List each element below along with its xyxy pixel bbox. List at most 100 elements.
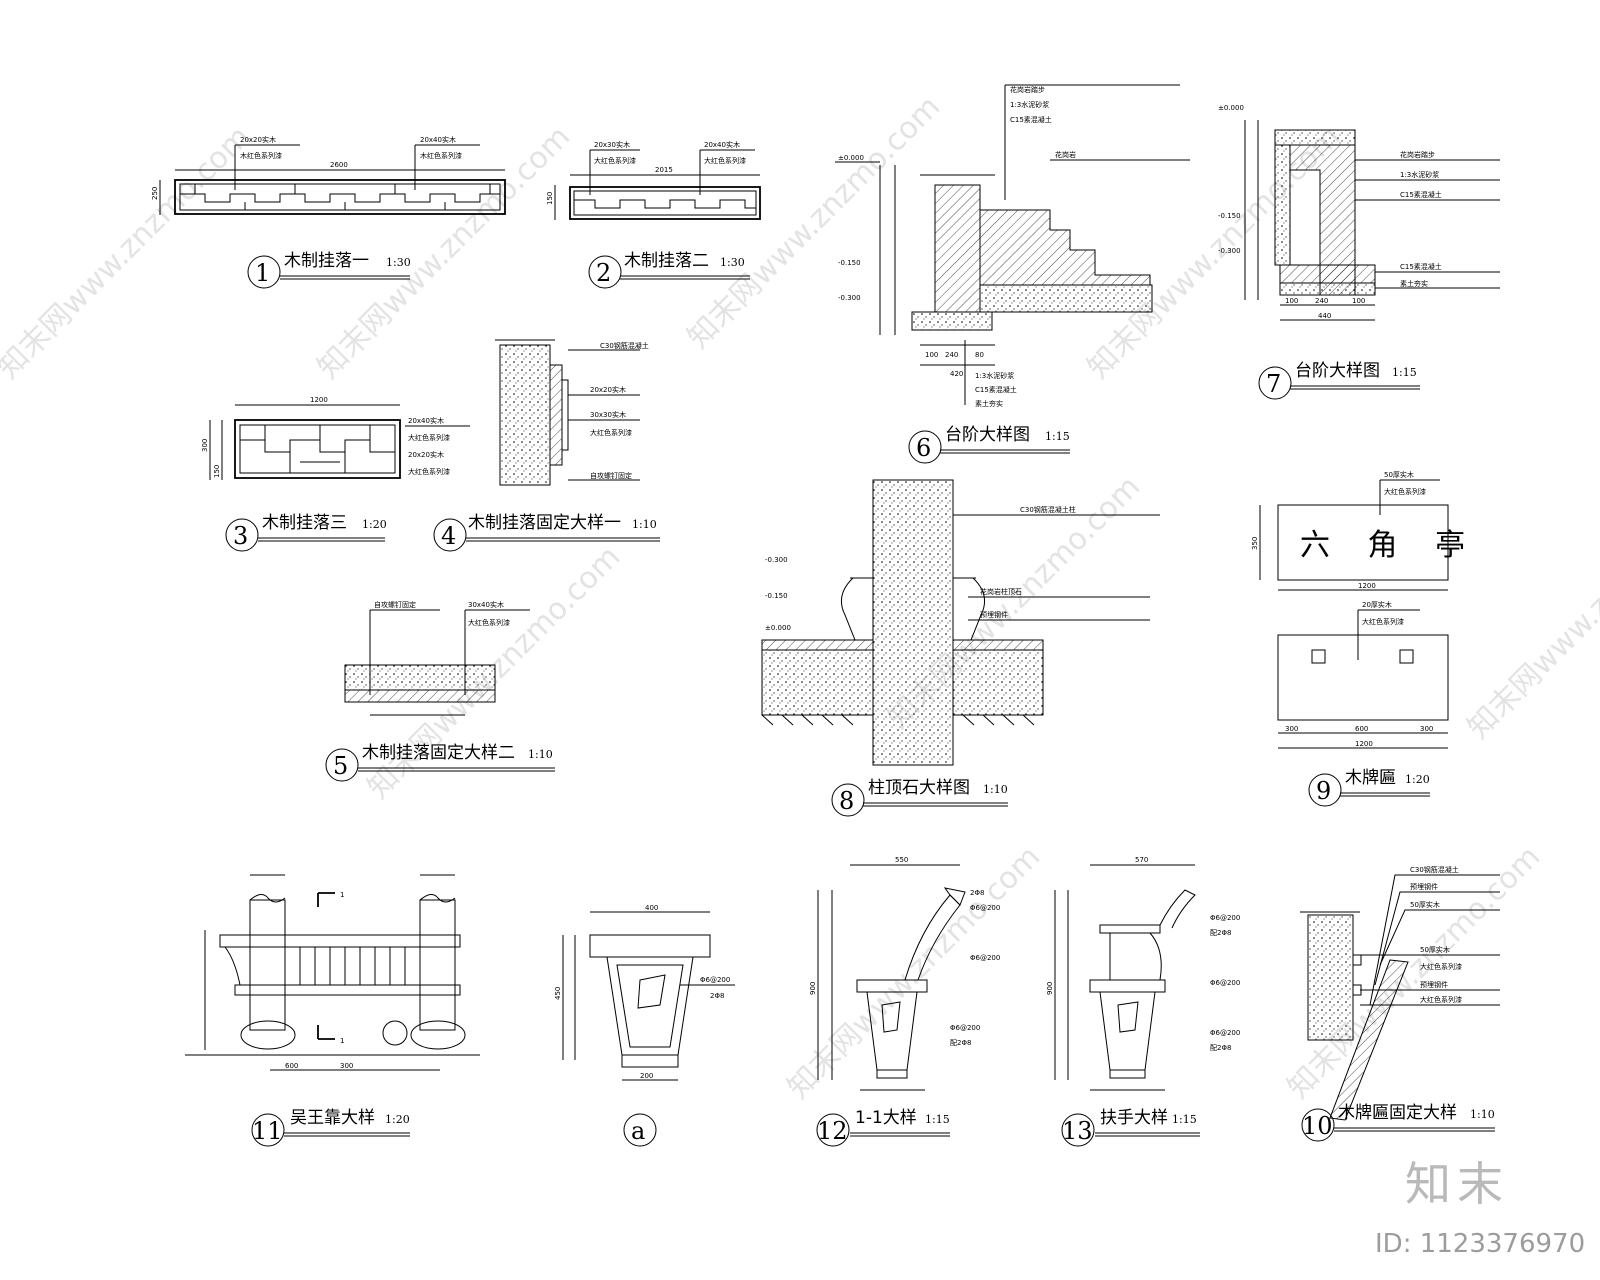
detail-scale: 1:10: [632, 518, 657, 531]
detail-number: 13: [1062, 1117, 1093, 1145]
note: 50厚实木: [1420, 945, 1450, 954]
detail-title: 台阶大样图: [1295, 361, 1380, 381]
detail-scale: 1:10: [983, 783, 1008, 796]
note: Φ6@200: [1210, 1029, 1240, 1037]
detail-scale: 1:20: [385, 1113, 410, 1126]
note: 配2Φ8: [1210, 929, 1231, 937]
dim-text: 150: [213, 465, 221, 478]
note: 花岗岩: [1055, 150, 1076, 159]
note: 20厚实木: [1362, 600, 1392, 609]
detail-number: 9: [1316, 777, 1331, 805]
detail-8-column-base: C30钢筋混凝土柱 花岗岩柱顶石 预埋钢件 -0.300 -0.150 ±0.0…: [761, 479, 1160, 817]
image-id: ID: 1123376970: [1375, 1229, 1585, 1259]
note: Φ6@200: [700, 976, 730, 984]
note: 30x30实木: [590, 410, 626, 419]
detail-10-plaque-fixing: C30钢筋混凝土 预埋钢件 50厚实木 50厚实木 大红色系列漆 预埋钢件 大红…: [1300, 865, 1500, 1142]
note: 花岗岩柱顶石: [980, 587, 1022, 596]
dim-text: 600: [285, 1062, 298, 1070]
note: 20x20实木: [590, 385, 626, 394]
dim-text: 570: [1135, 856, 1148, 864]
detail-number: 4: [441, 522, 456, 550]
detail-title: 木制挂落一: [284, 251, 369, 271]
detail-title: 吴王靠大样: [290, 1108, 375, 1128]
dim-text: 550: [895, 856, 908, 864]
elevation-text: -0.300: [765, 556, 788, 564]
detail-number: 8: [839, 787, 854, 815]
detail-title: 柱顶石大样图: [868, 778, 970, 798]
detail-scale: 1:10: [1470, 1108, 1495, 1121]
note: C15素混凝土: [1400, 262, 1442, 271]
detail-number: 12: [817, 1117, 848, 1145]
note: Φ6@200: [950, 1024, 980, 1032]
detail-title: 1-1大样: [855, 1108, 917, 1128]
note: 素土夯实: [1400, 279, 1428, 288]
note: 2Φ8: [710, 992, 724, 1000]
note: 大红色系列漆: [1384, 487, 1426, 496]
detail-number: 5: [333, 752, 348, 780]
note: Φ6@200: [970, 904, 1000, 912]
note: 1:3水泥砂浆: [1010, 100, 1049, 109]
dim-text: 80: [975, 351, 984, 359]
elevation-text: -0.150: [1218, 212, 1241, 220]
dim-text: 420: [950, 370, 963, 378]
brand-logo-text: 知末: [1405, 1157, 1509, 1211]
note: Φ6@200: [1210, 914, 1240, 922]
dim-text: 2600: [330, 161, 348, 169]
dim-text: 240: [1315, 297, 1328, 305]
note: C30钢筋混凝土柱: [1020, 505, 1076, 514]
detail-number: 2: [596, 259, 611, 287]
note: 大红色系列漆: [468, 618, 510, 627]
dim-text: 150: [546, 192, 554, 205]
watermark: 知末网www.znzmo.com: [681, 89, 947, 355]
detail-title: 木牌匾: [1345, 768, 1396, 788]
note: 预埋钢件: [980, 610, 1008, 619]
detail-number: 7: [1266, 370, 1281, 398]
dim-text: 450: [554, 987, 562, 1000]
note: 2Φ8: [970, 889, 984, 897]
note: 50厚实木: [1410, 900, 1440, 909]
note: 大红色系列漆: [1420, 995, 1462, 1004]
note: 20x40实木: [420, 135, 456, 144]
detail-title: 扶手大样: [1100, 1108, 1168, 1128]
dim-text: 600: [1355, 725, 1368, 733]
detail-title: 木制挂落固定大样一: [468, 513, 621, 533]
elevation-text: -0.150: [765, 592, 788, 600]
note: 预埋钢件: [1410, 882, 1438, 891]
note: C30钢筋混凝土: [1410, 865, 1459, 874]
detail-scale: 1:20: [1405, 773, 1430, 786]
detail-scale: 1:30: [386, 256, 411, 269]
note: 1:3水泥砂浆: [1400, 170, 1439, 179]
dim-text: 200: [640, 1072, 653, 1080]
dim-text: 300: [201, 439, 209, 452]
detail-number: 1: [255, 259, 270, 287]
note: C15素混凝土: [975, 385, 1017, 394]
dim-text: 900: [1046, 982, 1054, 995]
note: 预埋钢件: [1420, 980, 1448, 989]
watermark: 知末网www.znzmo.com: [781, 839, 1047, 1105]
detail-title: 台阶大样图: [945, 425, 1030, 445]
note: 大红色系列漆: [704, 156, 746, 165]
plaque-text: 六 角 亭: [1300, 528, 1479, 563]
elevation-text: -0.300: [838, 294, 861, 302]
detail-9-wood-plaque: 六 角 亭 1200 350 50厚实木 大红色系列漆 20厚实木 大红色系列漆…: [1251, 470, 1479, 807]
detail-number: 3: [233, 522, 248, 550]
note: 50厚实木: [1384, 470, 1414, 479]
section-mark: 1: [340, 1037, 344, 1045]
note: 20x20实木: [408, 450, 444, 459]
detail-scale: 1:10: [528, 748, 553, 761]
dim-text: 100: [1352, 297, 1365, 305]
dim-text: 2015: [655, 166, 673, 174]
dim-text: 1200: [1355, 740, 1373, 748]
watermark: 知末网www.znzmo.com: [1461, 479, 1600, 745]
note: C15素混凝土: [1400, 190, 1442, 199]
detail-title: 木制挂落固定大样二: [362, 743, 515, 763]
elevation-text: -0.300: [1218, 247, 1241, 255]
dim-text: 440: [1318, 312, 1331, 320]
section-mark: 1: [340, 891, 344, 899]
detail-scale: 1:15: [1045, 430, 1070, 443]
detail-6-step: 100 240 80 420 花岗岩踏步 1:3水泥砂浆 C15素混凝土 花岗岩…: [835, 84, 1190, 464]
note: 20x30实木: [594, 140, 630, 149]
detail-4-fixing: C30钢筋混凝土 20x20实木 30x30实木 大红色系列漆 自攻螺钉固定 4…: [433, 339, 660, 552]
elevation-text: -0.150: [838, 259, 861, 267]
